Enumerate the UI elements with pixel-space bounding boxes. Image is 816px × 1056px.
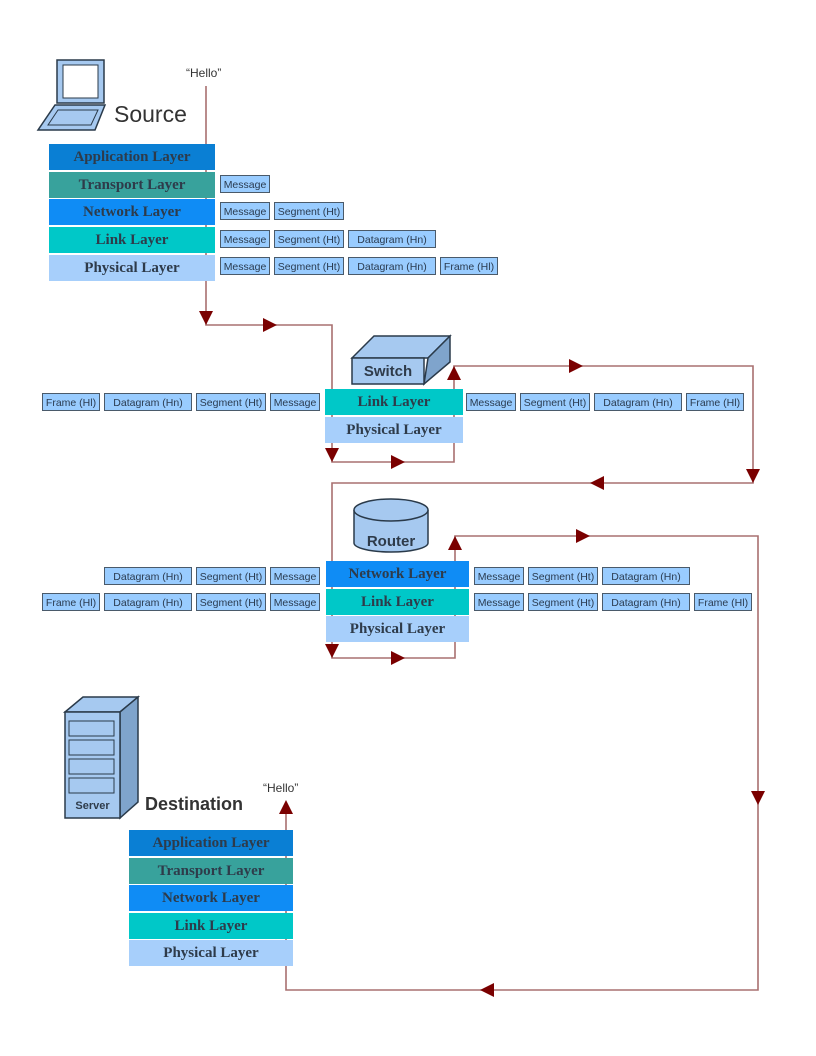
packet-frame-hl: Frame (Hl) <box>42 593 100 611</box>
packet-datagram-hn: Datagram (Hn) <box>104 567 192 585</box>
layer-application-layer: Application Layer <box>129 830 293 856</box>
layer-transport-layer: Transport Layer <box>49 171 215 198</box>
layer-physical-layer: Physical Layer <box>129 940 293 967</box>
layer-link-layer: Link Layer <box>49 227 215 254</box>
arrowhead-right-icon <box>391 651 405 665</box>
packet-segment-ht: Segment (Ht) <box>196 393 266 411</box>
packet-datagram-hn: Datagram (Hn) <box>348 256 436 275</box>
packet-frame-hl: Frame (Hl) <box>686 393 744 411</box>
layer-physical-layer: Physical Layer <box>325 417 463 443</box>
packet-datagram-hn: Datagram (Hn) <box>602 567 690 585</box>
layer-physical-layer: Physical Layer <box>326 616 469 642</box>
arrowhead-left-icon <box>590 476 604 490</box>
packet-segment-ht: Segment (Ht) <box>520 393 590 411</box>
switch-label: Switch <box>363 363 413 380</box>
arrowhead-left-icon <box>480 983 494 997</box>
server-icon <box>62 695 141 820</box>
layer-physical-layer: Physical Layer <box>49 254 215 281</box>
laptop-icon <box>36 59 107 131</box>
packet-datagram-hn: Datagram (Hn) <box>602 593 690 611</box>
packet-message: Message <box>220 202 270 221</box>
layer-network-layer: Network Layer <box>326 561 469 587</box>
packet-segment-ht: Segment (Ht) <box>196 567 266 585</box>
packet-segment-ht: Segment (Ht) <box>274 256 344 275</box>
arrowhead-right-icon <box>263 318 277 332</box>
packet-message: Message <box>220 229 270 248</box>
router-cylinder-icon <box>353 498 429 553</box>
layer-application-layer: Application Layer <box>49 144 215 170</box>
packet-datagram-hn: Datagram (Hn) <box>594 393 682 411</box>
arrowhead-right-icon <box>391 455 405 469</box>
packet-segment-ht: Segment (Ht) <box>274 202 344 221</box>
layer-link-layer: Link Layer <box>325 389 463 415</box>
layer-link-layer: Link Layer <box>129 912 293 939</box>
arrowhead-down-icon <box>325 448 339 462</box>
packet-datagram-hn: Datagram (Hn) <box>348 229 436 248</box>
packet-segment-ht: Segment (Ht) <box>528 567 598 585</box>
packet-segment-ht: Segment (Ht) <box>274 229 344 248</box>
arrowhead-up-icon <box>279 800 293 814</box>
packet-message: Message <box>270 567 320 585</box>
packet-message: Message <box>270 393 320 411</box>
destination-hello-label: “Hello” <box>263 781 299 795</box>
layer-link-layer: Link Layer <box>326 588 469 615</box>
packet-message: Message <box>220 175 270 193</box>
packet-message: Message <box>474 593 524 611</box>
packet-message: Message <box>220 256 270 275</box>
layer-network-layer: Network Layer <box>49 199 215 226</box>
packet-segment-ht: Segment (Ht) <box>196 593 266 611</box>
packet-frame-hl: Frame (Hl) <box>694 593 752 611</box>
server-label: Server <box>75 800 110 812</box>
arrowhead-right-icon <box>576 529 590 543</box>
arrowhead-up-icon <box>448 536 462 550</box>
packet-message: Message <box>270 593 320 611</box>
packet-frame-hl: Frame (Hl) <box>42 393 100 411</box>
source-hello-label: “Hello” <box>186 66 222 80</box>
layer-transport-layer: Transport Layer <box>129 857 293 884</box>
source-title: Source <box>114 101 187 127</box>
arrowhead-down-icon <box>199 311 213 325</box>
arrowhead-down-icon <box>325 644 339 658</box>
arrowhead-up-icon <box>447 366 461 380</box>
layer-network-layer: Network Layer <box>129 885 293 912</box>
packet-segment-ht: Segment (Ht) <box>528 593 598 611</box>
switch-icon <box>350 334 452 386</box>
packet-datagram-hn: Datagram (Hn) <box>104 393 192 411</box>
arrowhead-down-icon <box>746 469 760 483</box>
arrowhead-down-icon <box>751 791 765 805</box>
destination-title: Destination <box>145 794 244 814</box>
packet-frame-hl: Frame (Hl) <box>440 256 498 275</box>
router-label: Router <box>366 533 416 550</box>
packet-message: Message <box>466 393 516 411</box>
arrowhead-right-icon <box>569 359 583 373</box>
packet-message: Message <box>474 567 524 585</box>
packet-datagram-hn: Datagram (Hn) <box>104 593 192 611</box>
